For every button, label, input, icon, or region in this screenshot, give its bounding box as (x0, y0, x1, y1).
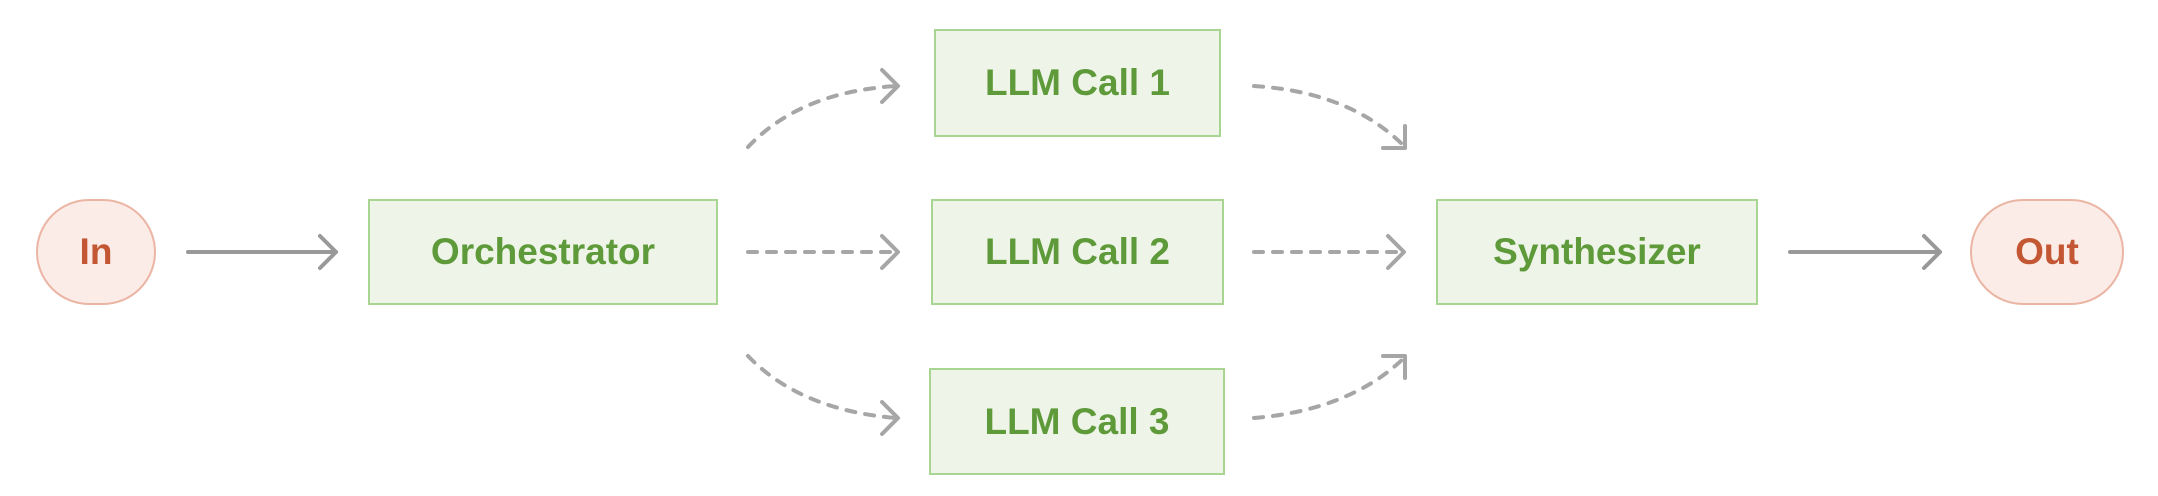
arrow-orchestrator-to-llm-call-2 (746, 234, 900, 270)
arrow-orchestrator-to-llm-call-1 (746, 68, 900, 149)
llm-call-1-node: LLM Call 1 (934, 29, 1221, 137)
orchestrator-node: Orchestrator (368, 199, 718, 305)
arrow-llm-call-1-to-synthesizer (1252, 84, 1407, 150)
output-node: Out (1970, 199, 2124, 305)
arrow-llm-call-3-to-synthesizer (1252, 354, 1407, 420)
llm-call-3-node: LLM Call 3 (929, 368, 1225, 475)
llm-call-2-node: LLM Call 2 (931, 199, 1224, 305)
arrow-orchestrator-to-llm-call-3 (746, 354, 900, 436)
arrow-in-to-orchestrator (186, 234, 338, 270)
arrow-synthesizer-to-out (1788, 234, 1942, 270)
input-node: In (36, 199, 156, 305)
synthesizer-node: Synthesizer (1436, 199, 1758, 305)
arrow-llm-call-2-to-synthesizer (1252, 234, 1406, 270)
